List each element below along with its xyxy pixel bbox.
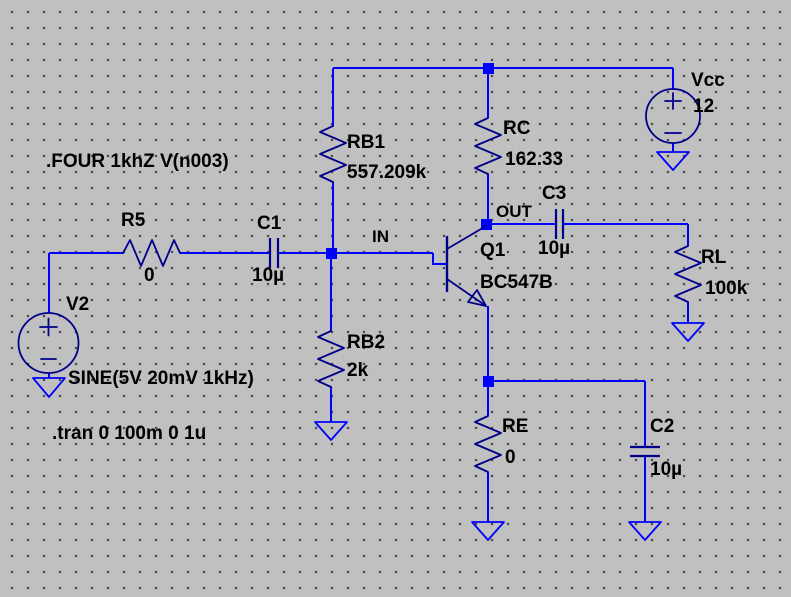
resistor-rb2-symbol[interactable] bbox=[317, 330, 345, 388]
ground-flag-v2[interactable] bbox=[32, 377, 66, 398]
resistor-re-symbol[interactable] bbox=[474, 415, 502, 473]
label-rl-value[interactable]: 100k bbox=[705, 278, 748, 299]
ground-flag-c2[interactable] bbox=[628, 521, 662, 541]
label-vcc-name[interactable]: Vcc bbox=[691, 70, 725, 91]
label-c1-name[interactable]: C1 bbox=[257, 213, 282, 234]
directive-tran[interactable]: .tran 0 100m 0 1u bbox=[52, 423, 207, 444]
transistor-q1-symbol[interactable] bbox=[445, 225, 487, 307]
junction-dot bbox=[483, 376, 494, 387]
label-v2-name[interactable]: V2 bbox=[66, 294, 90, 315]
label-q1-value[interactable]: BC547B bbox=[480, 272, 553, 293]
junction-dot bbox=[483, 63, 494, 74]
voltage-source-vcc-symbol[interactable] bbox=[645, 88, 701, 144]
net-label-out[interactable]: OUT bbox=[496, 202, 532, 221]
ground-flag-rl[interactable] bbox=[671, 322, 705, 342]
junction-dot bbox=[481, 219, 492, 230]
plus-sign bbox=[39, 317, 58, 337]
ground-flag-vcc[interactable] bbox=[656, 151, 690, 171]
plus-sign bbox=[664, 92, 682, 110]
ground-flag-rb2[interactable] bbox=[314, 421, 348, 441]
voltage-source-v2-symbol[interactable] bbox=[17, 312, 80, 374]
resistor-r5-symbol[interactable] bbox=[122, 239, 181, 267]
emitter-arrow bbox=[467, 289, 487, 307]
capacitor-c3-symbol[interactable] bbox=[554, 209, 565, 239]
label-vcc-value[interactable]: 12 bbox=[693, 96, 715, 117]
label-c1-value[interactable]: 10µ bbox=[252, 265, 285, 286]
collector-line bbox=[446, 225, 487, 250]
label-r5-name[interactable]: R5 bbox=[121, 210, 146, 231]
label-c3-name[interactable]: C3 bbox=[542, 183, 567, 204]
capacitor-c1-symbol[interactable] bbox=[268, 238, 280, 268]
label-rc-name[interactable]: RC bbox=[503, 118, 531, 139]
label-rb1-name[interactable]: RB1 bbox=[347, 132, 386, 153]
label-r5-value[interactable]: 0 bbox=[144, 265, 155, 286]
directive-four[interactable]: .FOUR 1khZ V(n003) bbox=[46, 151, 229, 172]
emitter-line bbox=[446, 278, 487, 307]
label-rb2-name[interactable]: RB2 bbox=[347, 332, 386, 353]
label-c2-name[interactable]: C2 bbox=[650, 416, 675, 437]
net-label-in[interactable]: IN bbox=[372, 227, 389, 246]
resistor-rc-symbol[interactable] bbox=[474, 117, 502, 175]
label-rb2-value[interactable]: 2k bbox=[347, 360, 369, 381]
junction-dots bbox=[326, 63, 494, 387]
label-q1-name[interactable]: Q1 bbox=[480, 240, 506, 261]
junction-dot bbox=[326, 248, 337, 259]
label-c3-value[interactable]: 10µ bbox=[538, 238, 571, 259]
label-re-name[interactable]: RE bbox=[502, 416, 529, 437]
wire[interactable] bbox=[48, 67, 689, 522]
resistor-rl-symbol[interactable] bbox=[674, 245, 702, 303]
ground-flag-re[interactable] bbox=[471, 521, 505, 541]
label-re-value[interactable]: 0 bbox=[505, 447, 516, 468]
label-rb1-value[interactable]: 557.209k bbox=[347, 162, 427, 183]
label-rc-value[interactable]: 162.33 bbox=[505, 149, 564, 170]
label-rl-name[interactable]: RL bbox=[701, 247, 727, 268]
resistor-rb1-symbol[interactable] bbox=[319, 125, 347, 183]
capacitor-c2-symbol[interactable] bbox=[630, 445, 660, 458]
label-c2-value[interactable]: 10µ bbox=[650, 459, 683, 480]
label-v2-value[interactable]: SINE(5V 20mV 1kHz) bbox=[68, 368, 254, 389]
